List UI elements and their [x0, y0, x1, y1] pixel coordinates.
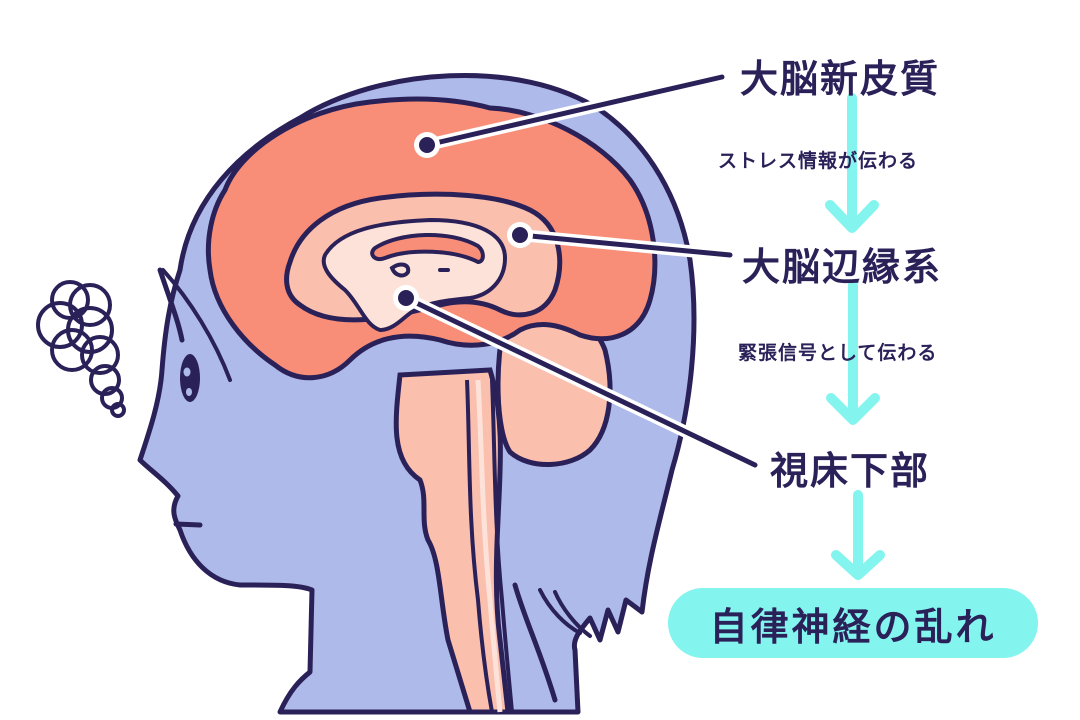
result-badge: 自律神経の乱れ — [668, 588, 1038, 658]
arrow-caption-tension-signal: 緊張信号として伝わる — [738, 342, 938, 364]
label-cerebral-cortex: 大脳新皮質 — [740, 57, 941, 101]
flow-arrows — [825, 93, 885, 580]
label-autonomic-disorder: 自律神経の乱れ — [709, 604, 997, 649]
arrow-down-icon — [825, 93, 879, 233]
pointer-lines — [393, 71, 761, 471]
label-hypothalamus: 視床下部 — [770, 449, 931, 493]
scribble-thought-icon — [36, 280, 126, 418]
arrow-caption-stress-info: ストレス情報が伝わる — [718, 150, 919, 172]
eye-icon — [180, 354, 200, 402]
limbic-pointer-dot — [512, 227, 528, 243]
label-limbic-system: 大脳辺縁系 — [742, 245, 943, 289]
cortex-pointer-dot — [419, 137, 435, 153]
hypothalamus-pointer-dot — [398, 290, 414, 306]
brainstem — [393, 367, 514, 715]
arrow-down-icon — [826, 280, 880, 425]
arrow-down-icon — [831, 490, 885, 580]
corpus-callosum — [370, 232, 485, 265]
